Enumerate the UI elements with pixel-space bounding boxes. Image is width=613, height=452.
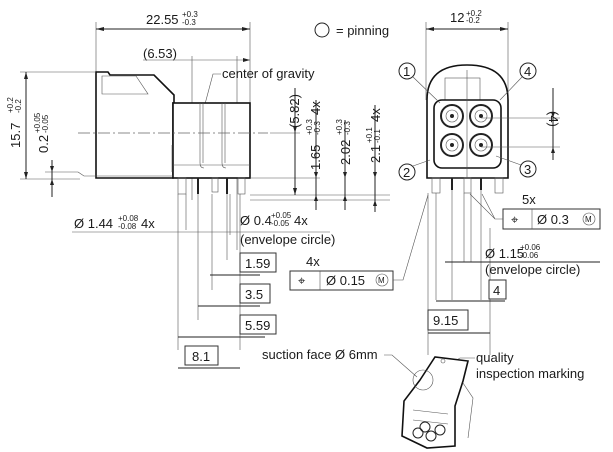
svg-text:4x: 4x — [294, 213, 308, 228]
svg-text:+0.2: +0.2 — [6, 97, 15, 113]
svg-text:-0.05: -0.05 — [271, 219, 290, 228]
svg-text:+0.06: +0.06 — [520, 243, 541, 252]
svg-text:Ø 1.15: Ø 1.15 — [485, 246, 524, 261]
svg-text:2: 2 — [403, 165, 410, 180]
connector-3d-view — [401, 356, 474, 449]
svg-text:+0.05: +0.05 — [33, 112, 42, 133]
pinning-legend: = pinning — [314, 22, 389, 38]
svg-text:Ø 0.3: Ø 0.3 — [537, 212, 569, 227]
pin-leaders-side — [72, 194, 330, 350]
front-view: (4) — [426, 64, 561, 194]
side-view — [78, 71, 268, 195]
pin-markers: 1 2 3 4 — [398, 62, 537, 181]
svg-text:3: 3 — [524, 162, 531, 177]
svg-text:+0.3: +0.3 — [305, 119, 314, 135]
svg-text:4x: 4x — [308, 101, 323, 115]
svg-text:+0.1: +0.1 — [365, 127, 374, 143]
dim-vertical-group: (5.82) 1.65 +0.3 -0.3 4x 2.02 +0.3 -0.3 … — [250, 88, 390, 212]
dim-height: 15.7 +0.2 -0.2 0.2 +0.05 -0.05 — [6, 71, 174, 197]
fcf-position-5x: 5x ⌖ Ø 0.3 M — [469, 192, 601, 230]
svg-text:-0.08: -0.08 — [118, 222, 137, 231]
svg-text:-0.3: -0.3 — [343, 121, 352, 135]
svg-text:⌖: ⌖ — [511, 212, 519, 227]
svg-text:+0.08: +0.08 — [118, 214, 139, 223]
svg-text:5x: 5x — [522, 192, 536, 207]
svg-text:0.2: 0.2 — [36, 135, 51, 153]
svg-text:1.59: 1.59 — [245, 256, 270, 271]
svg-text:⌖: ⌖ — [298, 273, 306, 288]
svg-text:4x: 4x — [368, 108, 383, 122]
svg-text:15.7: 15.7 — [8, 123, 23, 148]
svg-text:Ø 0.15: Ø 0.15 — [326, 273, 365, 288]
svg-text:suction face Ø 6mm: suction face Ø 6mm — [262, 347, 378, 362]
svg-text:Ø 0.4: Ø 0.4 — [240, 213, 272, 228]
svg-text:-0.2: -0.2 — [466, 16, 480, 25]
svg-text:(5.82): (5.82) — [287, 94, 302, 128]
svg-text:(6.53): (6.53) — [143, 46, 177, 61]
svg-text:Ø 1.44: Ø 1.44 — [74, 216, 113, 231]
dim-width: 12 +0.2 -0.2 — [425, 9, 509, 100]
svg-text:M: M — [585, 215, 592, 224]
svg-text:(4): (4) — [546, 111, 561, 127]
svg-text:-0.3: -0.3 — [182, 18, 196, 27]
svg-text:5.59: 5.59 — [245, 318, 270, 333]
svg-text:4x: 4x — [306, 254, 320, 269]
svg-text:inspection marking: inspection marking — [476, 366, 584, 381]
svg-text:4: 4 — [524, 64, 531, 79]
contact-cavities — [440, 104, 493, 157]
svg-text:+0.05: +0.05 — [271, 211, 292, 220]
svg-text:22.55: 22.55 — [146, 12, 179, 27]
dim-pin-04: Ø 0.4 +0.05 -0.05 4x (envelope circle) — [240, 211, 335, 247]
svg-text:= pinning: = pinning — [336, 23, 389, 38]
svg-text:(envelope circle): (envelope circle) — [240, 232, 335, 247]
svg-text:-0.06: -0.06 — [520, 251, 539, 260]
svg-text:quality: quality — [476, 350, 514, 365]
svg-text:center of gravity: center of gravity — [222, 66, 315, 81]
svg-text:-0.2: -0.2 — [14, 99, 23, 113]
svg-text:8.1: 8.1 — [192, 349, 210, 364]
svg-text:M: M — [378, 276, 385, 285]
svg-text:2.02: 2.02 — [338, 140, 353, 165]
svg-text:-0.3: -0.3 — [313, 121, 322, 135]
svg-text:(envelope circle): (envelope circle) — [485, 262, 580, 277]
svg-text:+0.2: +0.2 — [466, 9, 482, 18]
svg-text:2.1: 2.1 — [368, 145, 383, 163]
svg-text:12: 12 — [450, 10, 464, 25]
svg-text:3.5: 3.5 — [245, 287, 263, 302]
basic-dims-front: 4 9.15 — [427, 279, 507, 334]
dim-overall-length: 22.55 +0.3 -0.3 — [95, 10, 251, 103]
svg-text:+0.3: +0.3 — [335, 119, 344, 135]
dim-pin-115: Ø 1.15 +0.06 -0.06 (envelope circle) — [445, 243, 600, 277]
svg-text:+0.3: +0.3 — [182, 10, 198, 19]
svg-text:1: 1 — [403, 64, 410, 79]
callouts: suction face Ø 6mm quality inspection ma… — [262, 347, 584, 381]
svg-text:4: 4 — [493, 283, 500, 298]
dim-pin-144: Ø 1.44 +0.08 -0.08 4x — [74, 214, 155, 231]
basic-dims-side: 1.59 3.5 5.59 8.1 — [178, 252, 277, 369]
fcf-position-4x: 4x ⌖ Ø 0.15 M — [289, 194, 429, 291]
svg-text:1.65: 1.65 — [308, 145, 323, 170]
svg-text:9.15: 9.15 — [433, 313, 458, 328]
svg-text:-0.1: -0.1 — [373, 129, 382, 143]
svg-text:-0.05: -0.05 — [41, 114, 50, 133]
svg-text:4x: 4x — [141, 216, 155, 231]
